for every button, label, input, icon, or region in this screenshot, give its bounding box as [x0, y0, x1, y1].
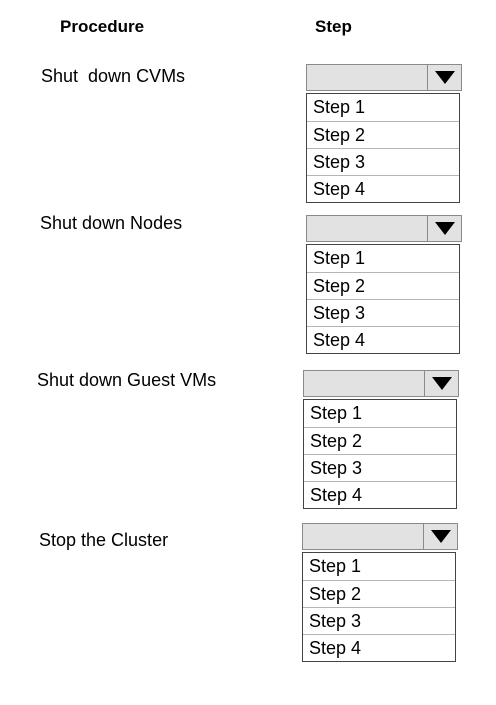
step-option-3[interactable]: Step 3 [304, 454, 456, 481]
step-option-3[interactable]: Step 3 [307, 299, 459, 326]
step-options-list: Step 1 Step 2 Step 3 Step 4 [306, 244, 460, 354]
step-option-2[interactable]: Step 2 [307, 272, 459, 299]
procedure-label-shut-down-nodes: Shut down Nodes [40, 213, 183, 233]
triangle-down-icon [431, 377, 452, 390]
step-options-list: Step 1 Step 2 Step 3 Step 4 [303, 399, 457, 509]
step-option-1[interactable]: Step 1 [309, 556, 362, 576]
step-options-list: Step 1 Step 2 Step 3 Step 4 [302, 552, 456, 662]
procedure-column-header: Procedure [60, 17, 145, 36]
dropdown-arrow-button[interactable] [423, 524, 457, 549]
step-select-shut-down-nodes[interactable] [306, 215, 462, 242]
step-option-4[interactable]: Step 4 [303, 634, 455, 661]
step-option-1[interactable]: Step 1 [313, 97, 366, 117]
dropdown-arrow-button[interactable] [424, 371, 458, 396]
step-select-shut-down-cvms[interactable] [306, 64, 462, 91]
step-option-2[interactable]: Step 2 [307, 121, 459, 148]
dropdown-arrow-button[interactable] [427, 216, 461, 241]
step-select-shut-down-guest-vms[interactable] [303, 370, 459, 397]
procedure-label-shut-down-guest-vms: Shut down Guest VMs [37, 370, 217, 390]
step-option-3[interactable]: Step 3 [303, 607, 455, 634]
step-dropdown-shut-down-guest-vms: Step 1 Step 2 Step 3 Step 4 [303, 370, 459, 509]
step-dropdown-shut-down-nodes: Step 1 Step 2 Step 3 Step 4 [306, 215, 462, 354]
step-select-stop-the-cluster[interactable] [302, 523, 458, 550]
step-dropdown-shut-down-cvms: Step 1 Step 2 Step 3 Step 4 [306, 64, 462, 203]
step-options-list: Step 1 Step 2 Step 3 Step 4 [306, 93, 460, 203]
step-option-4[interactable]: Step 4 [304, 481, 456, 508]
procedure-label-stop-the-cluster: Stop the Cluster [39, 530, 169, 550]
dropdown-arrow-button[interactable] [427, 65, 461, 90]
step-option-1[interactable]: Step 1 [310, 403, 363, 423]
triangle-down-icon [434, 222, 455, 235]
step-option-2[interactable]: Step 2 [304, 427, 456, 454]
triangle-down-icon [434, 71, 455, 84]
step-option-4[interactable]: Step 4 [307, 326, 459, 353]
step-column-header: Step [315, 17, 352, 36]
procedure-label-shut-down-cvms: Shut down CVMs [41, 66, 186, 86]
step-option-2[interactable]: Step 2 [303, 580, 455, 607]
step-option-3[interactable]: Step 3 [307, 148, 459, 175]
step-dropdown-stop-the-cluster: Step 1 Step 2 Step 3 Step 4 [302, 523, 458, 662]
step-option-1[interactable]: Step 1 [313, 248, 366, 268]
triangle-down-icon [430, 530, 451, 543]
step-option-4[interactable]: Step 4 [307, 175, 459, 202]
